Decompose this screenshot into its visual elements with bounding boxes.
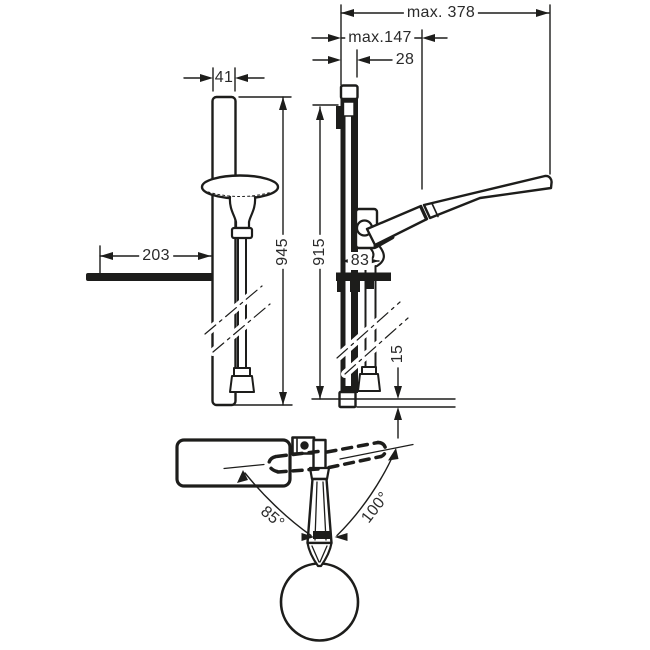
head-shading — [207, 191, 273, 197]
handshower-head-front — [200, 174, 280, 200]
shelf-top — [175, 438, 292, 488]
ref-line-right — [339, 443, 414, 460]
rail-top-cap — [339, 84, 359, 101]
handshower-head-side — [422, 174, 553, 220]
ref-line-left — [223, 463, 265, 470]
holder-ring-front — [230, 226, 254, 240]
side-view — [333, 84, 553, 409]
dim-shelf-length: 203 — [139, 247, 173, 265]
swivel-left-ghost — [267, 449, 320, 474]
break-mark — [204, 285, 263, 335]
break-mark — [212, 303, 271, 353]
dim-max-reach: max.147 — [345, 29, 415, 47]
shelf-side — [336, 272, 391, 281]
arc-85 — [244, 472, 312, 537]
dim-holder-offset: 83 — [347, 252, 373, 270]
dimension-lines — [99, 4, 551, 439]
break-mark — [344, 317, 409, 375]
rail-slider — [342, 101, 355, 117]
dim-rail-width: 41 — [214, 69, 234, 86]
wall-bracket — [336, 106, 341, 129]
holder-arm-top — [312, 438, 327, 471]
dim-bottom-clearance: 15 — [389, 344, 406, 364]
top-view — [175, 436, 414, 642]
break-mark — [336, 301, 401, 359]
dim-max-width: max. 378 — [403, 4, 479, 22]
handshower-head-top — [279, 562, 360, 642]
shelf-front — [86, 273, 213, 281]
rail-front — [211, 95, 237, 407]
dim-wall-offset: 28 — [395, 51, 415, 68]
front-view — [86, 95, 280, 407]
hose-nut-front — [233, 367, 251, 377]
grip-band — [313, 531, 330, 539]
handshower-grip-side — [365, 204, 429, 247]
hose-nut-side — [361, 366, 377, 375]
dim-total-height: 945 — [274, 235, 292, 269]
dim-rail-height: 915 — [311, 235, 329, 269]
swivel-right-ghost — [325, 440, 388, 470]
pivot-axis — [300, 441, 309, 450]
